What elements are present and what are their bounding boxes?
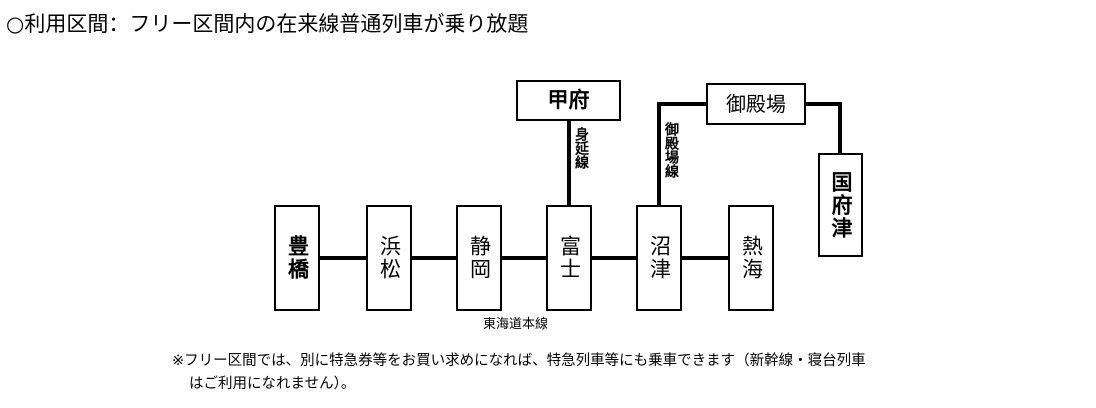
line-numazu-gotemba bbox=[657, 102, 706, 205]
station-shizuoka-label: 静岡 bbox=[467, 235, 492, 281]
station-kofu: 甲府 bbox=[516, 80, 621, 121]
station-gotemba: 御殿場 bbox=[706, 83, 806, 125]
station-hamamatsu-label: 浜松 bbox=[377, 235, 402, 281]
station-fuji-label: 富士 bbox=[557, 235, 582, 281]
station-toyohashi: 豊橋 bbox=[274, 205, 320, 311]
station-numazu-label: 沼津 bbox=[647, 235, 672, 281]
station-toyohashi-label: 豊橋 bbox=[285, 235, 310, 281]
station-fuji: 富士 bbox=[546, 205, 592, 311]
station-hamamatsu: 浜松 bbox=[366, 205, 412, 311]
line-gotemba-kozu bbox=[806, 102, 842, 153]
station-numazu: 沼津 bbox=[636, 205, 682, 311]
station-kozu-label: 国府津 bbox=[829, 170, 853, 240]
station-kozu: 国府津 bbox=[818, 153, 863, 257]
line-label-minobu: 身延線 bbox=[573, 127, 589, 169]
line-label-tokaido: 東海道本線 bbox=[483, 317, 549, 332]
note-line-2: はご利用になれません）。 bbox=[189, 376, 356, 392]
station-gotemba-label: 御殿場 bbox=[726, 92, 786, 116]
station-atami-label: 熱海 bbox=[739, 235, 764, 281]
station-shizuoka: 静岡 bbox=[456, 205, 502, 311]
station-kofu-label: 甲府 bbox=[547, 88, 590, 112]
page-title: ○利用区間：フリー区間内の在来線普通列車が乗り放題 bbox=[6, 12, 529, 36]
line-label-gotemba: 御殿場線 bbox=[663, 122, 679, 178]
note-line-1: ※フリー区間では、別に特急券等をお買い求めになれば、特急列車等にも乗車できます（… bbox=[172, 353, 866, 369]
station-atami: 熱海 bbox=[728, 205, 774, 311]
